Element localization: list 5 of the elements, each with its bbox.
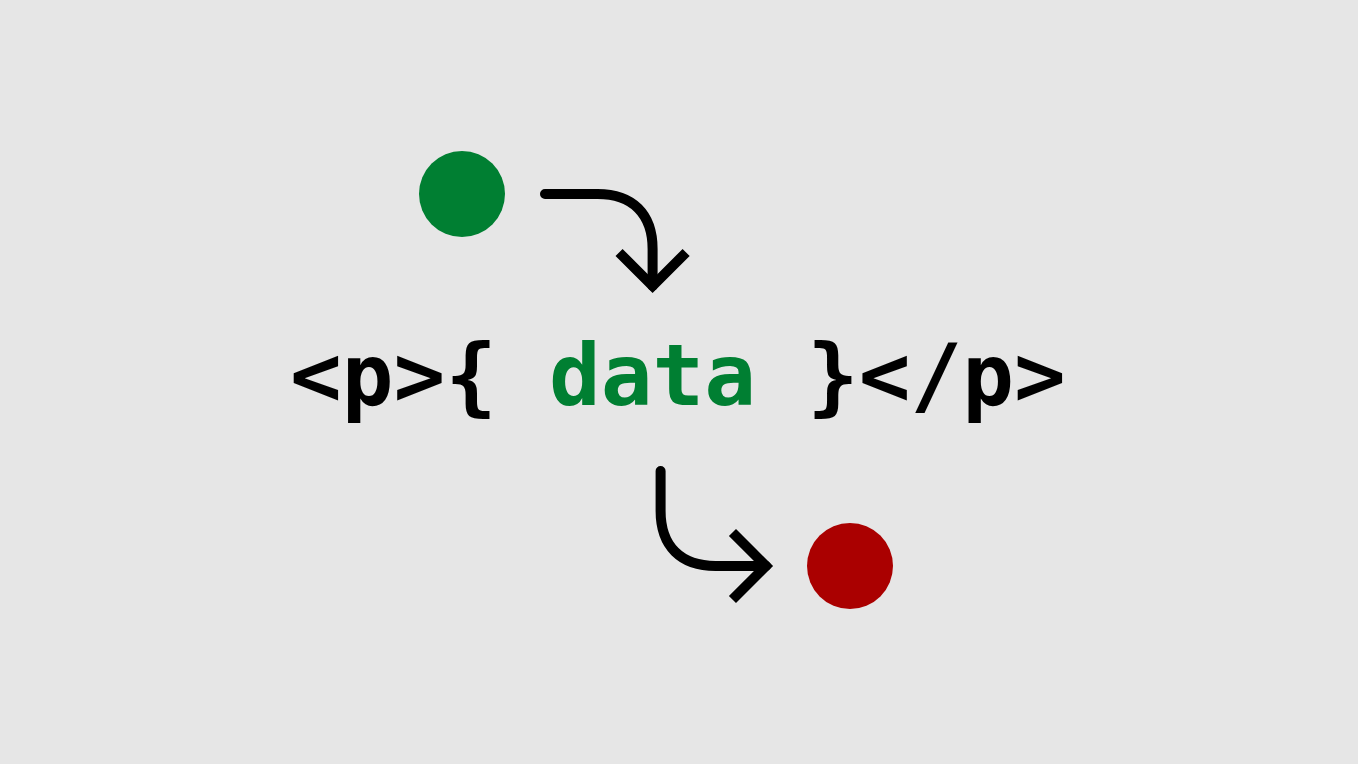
opening-tag: <p>{ [290, 319, 498, 431]
closing-tag: }</p> [807, 319, 1066, 431]
curved-arrow [540, 189, 688, 291]
curved-arrow [655, 466, 771, 601]
variable-name: data [549, 319, 757, 431]
